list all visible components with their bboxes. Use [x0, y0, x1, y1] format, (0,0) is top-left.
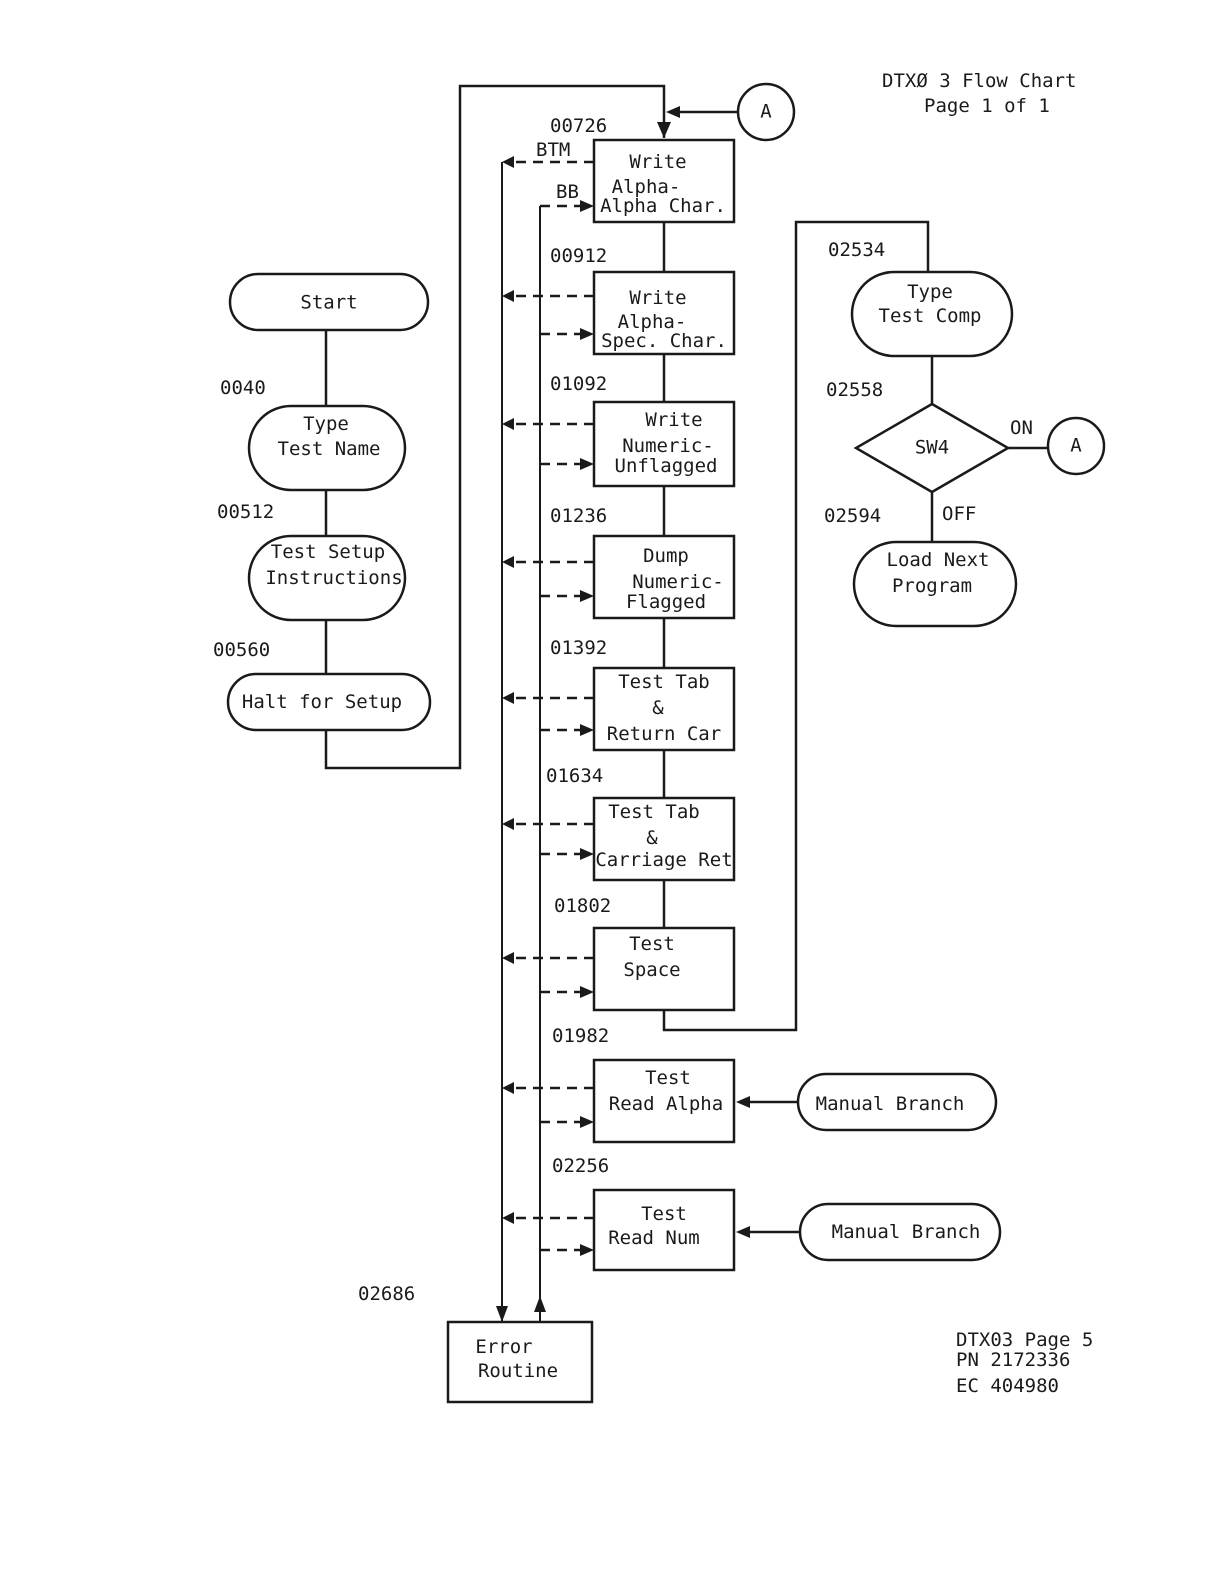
error-routine-line2: Routine [478, 1360, 558, 1382]
dump-numeric-flagged-line1: Dump [643, 545, 689, 567]
sw4-off-label: OFF [942, 503, 976, 525]
type-test-comp-line2: Test Comp [879, 305, 982, 327]
test-tab-return-box [592, 666, 736, 752]
write-alpha-alpha-line1: Write [629, 151, 686, 173]
write-alpha-spec-line3: Spec. Char. [601, 330, 727, 352]
sw4-on-label: ON [1010, 417, 1033, 439]
error-routine-address: 02686 [358, 1283, 415, 1305]
header-page: Page 1 of 1 [924, 95, 1050, 117]
write-alpha-spec-line2: Alpha- [618, 311, 687, 333]
space-to-comp-line [662, 220, 930, 1032]
halt-setup-terminal [226, 672, 432, 732]
test-tab-carriage-line1: Test Tab [608, 801, 700, 823]
test-setup-address: 00512 [217, 501, 274, 523]
test-read-num-address: 02256 [552, 1155, 609, 1177]
test-read-num-line2: Read Num [608, 1227, 700, 1249]
write-alpha-alpha-line3: Alpha Char. [600, 195, 726, 217]
setup-to-main-line [324, 84, 666, 770]
write-alpha-spec-address: 00912 [550, 245, 607, 267]
arrowhead [666, 106, 680, 118]
btm-label: BTM [536, 139, 570, 161]
write-alpha-alpha-line2: Alpha- [612, 176, 681, 198]
test-space-line1: Test [629, 933, 675, 955]
dump-numeric-flagged-address: 01236 [550, 505, 607, 527]
write-numeric-unflagged-line3: Unflagged [615, 455, 718, 477]
write-numeric-unflagged-box [592, 400, 736, 488]
test-setup-line2: Instructions [265, 567, 402, 589]
dump-numeric-flagged-box [592, 534, 736, 620]
write-numeric-unflagged-line2: Numeric- [622, 435, 714, 457]
bb-label: BB [556, 181, 579, 203]
dump-numeric-flagged-line3: Flagged [626, 591, 706, 613]
test-tab-return-address: 01392 [550, 637, 607, 659]
type-test-comp-line1: Type [907, 281, 953, 303]
test-setup-line1: Test Setup [271, 541, 385, 563]
test-tab-return-line1: Test Tab [618, 671, 710, 693]
sw4-label: SW4 [915, 437, 949, 459]
test-tab-carriage-address: 01634 [546, 765, 603, 787]
manual-branch-1-terminal [796, 1072, 998, 1132]
test-read-alpha-line1: Test [645, 1067, 691, 1089]
footer-line1: DTX03 Page 5 [956, 1329, 1093, 1351]
dump-numeric-flagged-line2: Numeric- [632, 571, 724, 593]
test-tab-carriage-line2: & [646, 827, 658, 849]
type-test-name-line2: Test Name [278, 438, 381, 460]
write-numeric-unflagged-line1: Write [645, 409, 702, 431]
arrowhead [496, 1306, 508, 1322]
type-test-comp-address: 02534 [828, 239, 885, 261]
error-routine-line1: Error [475, 1336, 532, 1358]
halt-setup-address: 00560 [213, 639, 270, 661]
connector-a-top [736, 82, 796, 142]
load-next-line2: Program [892, 575, 972, 597]
arrowhead [736, 1226, 750, 1238]
test-space-box [592, 926, 736, 1012]
type-test-name-address: 0040 [220, 377, 266, 399]
test-tab-return-line2: & [652, 697, 664, 719]
connector-a-right-label: A [1070, 435, 1082, 457]
start-label: Start [300, 292, 357, 314]
write-alpha-spec-box [592, 270, 736, 356]
write-numeric-unflagged-address: 01092 [550, 373, 607, 395]
halt-setup-label: Halt for Setup [242, 691, 402, 713]
test-setup-terminal [247, 534, 407, 622]
load-next-address: 02594 [824, 505, 881, 527]
type-test-name-terminal [247, 404, 407, 492]
manual-branch-1-label: Manual Branch [816, 1093, 965, 1115]
load-next-terminal [852, 540, 1018, 628]
start-terminal [228, 272, 430, 332]
footer-line2: PN 2172336 [956, 1349, 1070, 1371]
manual-branch-2-label: Manual Branch [832, 1221, 981, 1243]
error-routine-box [446, 1320, 594, 1404]
test-space-line2: Space [623, 959, 680, 981]
header-title: DTXØ 3 Flow Chart [882, 70, 1076, 92]
write-alpha-alpha-address: 00726 [550, 115, 607, 137]
arrowhead [736, 1096, 750, 1108]
manual-branch-2-terminal [798, 1202, 1002, 1262]
connector-a-right [1046, 416, 1106, 476]
arrowhead [534, 1296, 546, 1312]
load-next-line1: Load Next [887, 549, 990, 571]
test-read-alpha-address: 01982 [552, 1025, 609, 1047]
test-read-num-box [592, 1188, 736, 1272]
test-space-address: 01802 [554, 895, 611, 917]
test-read-alpha-box [592, 1058, 736, 1144]
test-tab-carriage-line3: Carriage Ret [595, 849, 732, 871]
footer-line3: EC 404980 [956, 1375, 1059, 1397]
connector-a-top-label: A [760, 101, 772, 123]
dashed-branches [502, 156, 594, 1256]
write-alpha-spec-line1: Write [629, 287, 686, 309]
write-alpha-alpha-box [592, 138, 736, 224]
test-read-num-line1: Test [641, 1203, 687, 1225]
test-tab-carriage-box [592, 796, 736, 882]
sw4-address: 02558 [826, 379, 883, 401]
test-tab-return-line3: Return Car [607, 723, 721, 745]
arrowhead [657, 122, 671, 138]
test-read-alpha-line2: Read Alpha [609, 1093, 723, 1115]
type-test-name-line1: Type [303, 413, 349, 435]
